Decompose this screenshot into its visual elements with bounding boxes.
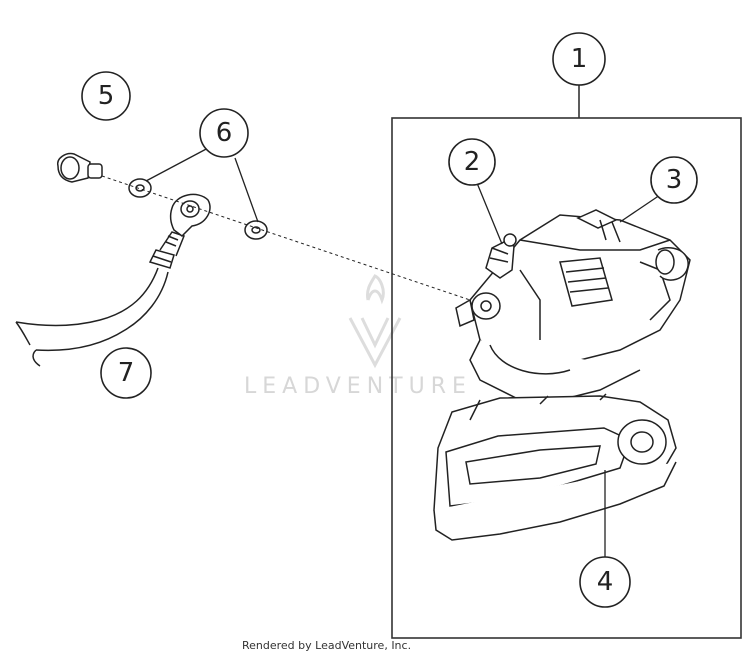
callout-4: 4 <box>579 556 631 608</box>
assembly-box <box>391 117 742 639</box>
callout-2: 2 <box>448 138 496 186</box>
callout-3: 3 <box>650 156 698 204</box>
leader-line-6b <box>234 157 259 223</box>
callout-6: 6 <box>199 108 249 158</box>
callout-label-7: 7 <box>118 358 135 388</box>
watermark: LEADVENTURE <box>244 274 472 399</box>
leader-line-6a <box>145 146 211 182</box>
callout-label-4: 4 <box>597 567 614 597</box>
bleed-valve <box>485 233 517 279</box>
brake-caliper <box>455 209 691 401</box>
leader-line-2 <box>476 182 503 245</box>
callout-1: 1 <box>552 32 606 86</box>
brake-hose <box>15 231 185 367</box>
callout-label-2: 2 <box>464 147 481 177</box>
callout-label-6: 6 <box>216 118 233 148</box>
callout-5: 5 <box>81 71 131 121</box>
banjo-bolt-assembly <box>57 152 268 240</box>
footer-credit: Rendered by LeadVenture, Inc. <box>242 639 412 652</box>
caliper-bracket <box>433 393 677 541</box>
callout-label-3: 3 <box>666 165 683 195</box>
callout-label-5: 5 <box>98 81 115 111</box>
axis-dash-line <box>101 175 471 301</box>
watermark-text: LEADVENTURE <box>244 374 472 399</box>
callout-label-1: 1 <box>571 44 588 74</box>
callout-7: 7 <box>100 347 152 399</box>
leader-line-3 <box>619 194 661 223</box>
